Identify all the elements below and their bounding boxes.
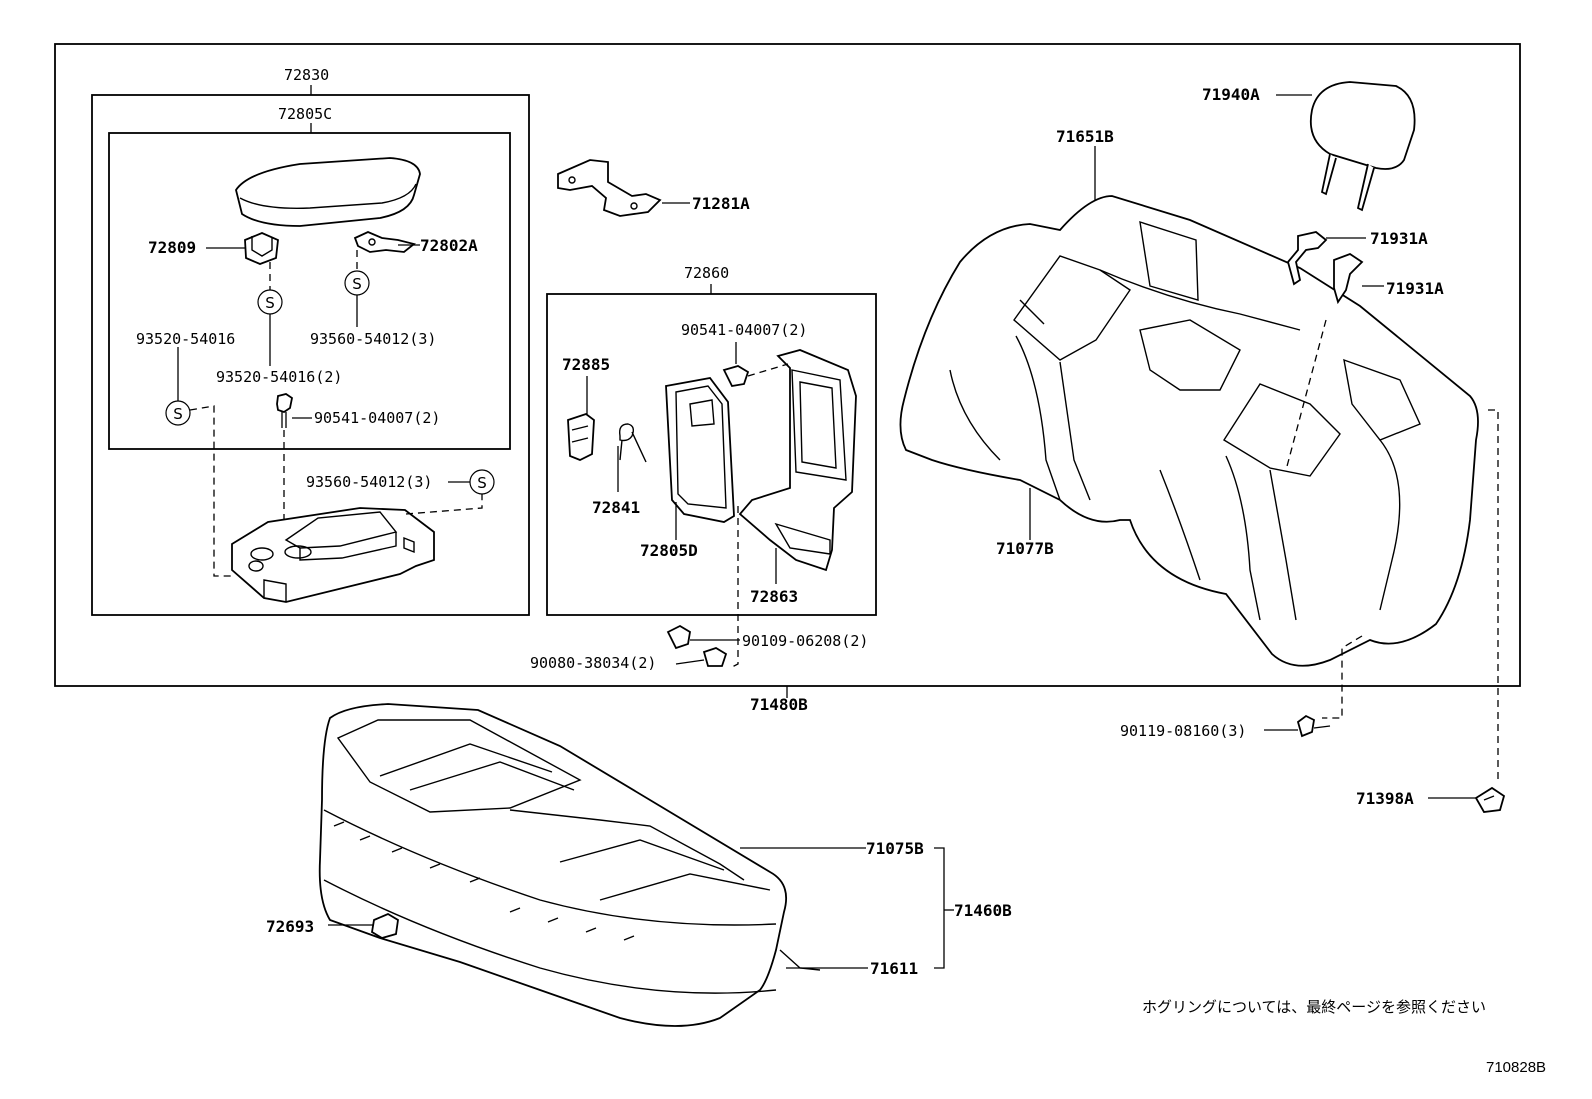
- s-clip-3: S: [165, 400, 191, 426]
- label-72863: 72863: [750, 587, 798, 606]
- box-72863: [738, 349, 857, 572]
- svg-text:S: S: [265, 294, 275, 312]
- label-72809: 72809: [148, 238, 196, 257]
- headrest-71940A: [1309, 81, 1416, 212]
- clip-72885: [567, 412, 595, 461]
- label-71398A: 71398A: [1356, 789, 1414, 808]
- label-93520-54016: 93520-54016: [136, 330, 235, 348]
- armrest-pad: [235, 157, 421, 227]
- headrest-guide-71931A-1: [1287, 231, 1328, 286]
- label-90541-04007-2-b: 90541-04007(2): [681, 321, 807, 339]
- hog-ring-note: ホグリングについては、最終ページを参照ください: [1142, 998, 1486, 1016]
- armrest-hinge-72809: [244, 232, 279, 265]
- seat-cushion-pad-71611: [323, 821, 821, 994]
- bolt-90119-08160: [1296, 714, 1331, 738]
- s-clip-4: S: [469, 469, 495, 495]
- spring-72841: [618, 423, 647, 463]
- label-72860: 72860: [684, 264, 729, 282]
- headrest-guide-71931A-2: [1333, 252, 1364, 305]
- s-clip-2: S: [344, 270, 370, 296]
- svg-text:S: S: [352, 275, 362, 293]
- label-71480B: 71480B: [750, 695, 808, 714]
- clip-72693: [371, 912, 399, 939]
- diagram-code: 710828B: [1486, 1059, 1546, 1076]
- label-93520-54016-2: 93520-54016(2): [216, 368, 342, 386]
- label-93560-54012-3-a: 93560-54012(3): [310, 330, 436, 348]
- lid-72805D: [665, 377, 735, 523]
- label-72693: 72693: [266, 917, 314, 936]
- armrest-bracket-72802A: [353, 231, 416, 253]
- label-90541-04007-2-a: 90541-04007(2): [314, 409, 440, 427]
- label-72830: 72830: [284, 66, 329, 84]
- label-71281A: 71281A: [692, 194, 750, 213]
- label-72805C: 72805C: [278, 105, 332, 123]
- label-71460B: 71460B: [954, 901, 1012, 920]
- label-71075B: 71075B: [866, 839, 924, 858]
- seat-cushion-cover-71075B: [318, 703, 788, 1027]
- svg-text:S: S: [173, 405, 183, 423]
- bolt-90109-06208: [666, 624, 691, 650]
- label-71931A-2: 71931A: [1386, 279, 1444, 298]
- bracket-71281A: [557, 159, 662, 217]
- clip-71398A: [1474, 786, 1506, 813]
- label-71940A: 71940A: [1202, 85, 1260, 104]
- label-72841: 72841: [592, 498, 640, 517]
- label-71651B: 71651B: [1056, 127, 1114, 146]
- label-90080-38034-2: 90080-38034(2): [530, 654, 656, 672]
- label-72802A: 72802A: [420, 236, 478, 255]
- label-90119-08160-3: 90119-08160(3): [1120, 722, 1246, 740]
- svg-text:S: S: [477, 474, 487, 492]
- nut-90080-38034: [702, 647, 728, 667]
- label-90109-06208-2: 90109-06208(2): [742, 632, 868, 650]
- seatback-cover-71077B: [899, 195, 1479, 667]
- label-72805D: 72805D: [640, 541, 698, 560]
- label-71611: 71611: [870, 959, 918, 978]
- armrest-base: [231, 507, 435, 603]
- s-clip-1: S: [257, 289, 283, 315]
- armrest-cover-frame: [108, 132, 511, 450]
- label-93560-54012-3-b: 93560-54012(3): [306, 473, 432, 491]
- screw-90541-04007-b: [722, 365, 750, 387]
- label-72885: 72885: [562, 355, 610, 374]
- label-71931A-1: 71931A: [1370, 229, 1428, 248]
- screw-90541-04007-a: [276, 393, 294, 428]
- label-71077B: 71077B: [996, 539, 1054, 558]
